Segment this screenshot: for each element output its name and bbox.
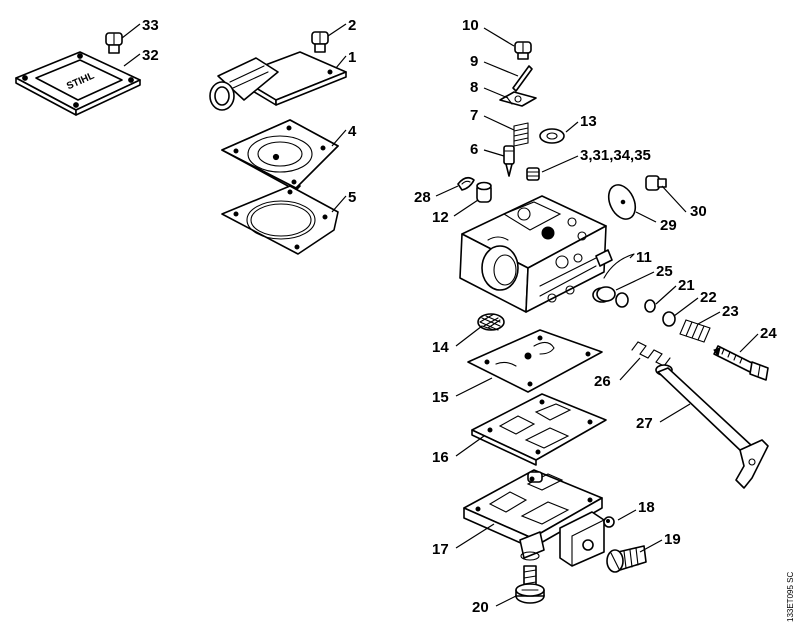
part-30-screw — [645, 175, 667, 191]
callout-14: 14 — [432, 339, 449, 356]
part-7-spring — [513, 122, 529, 147]
callout-10: 10 — [462, 17, 479, 34]
callout-5: 5 — [348, 189, 356, 206]
part-13-washer — [539, 128, 565, 144]
part-27-throttle-shaft — [655, 364, 769, 489]
callout-32: 32 — [142, 47, 159, 64]
part-21-o-ring — [644, 299, 656, 313]
part-17-end-cover — [463, 469, 605, 567]
part-29-throttle-plate — [607, 184, 637, 220]
part-18-ball — [603, 516, 615, 528]
carburetor-body — [459, 195, 613, 313]
callout-9: 9 — [470, 53, 478, 70]
callout-1: 1 — [348, 49, 356, 66]
callout-17: 17 — [432, 541, 449, 558]
callout-22: 22 — [700, 289, 717, 306]
callout-3-31-34-35: 3,31,34,35 — [580, 147, 651, 164]
part-11-spring-clip — [603, 253, 635, 279]
part-15-metering-diaphragm — [467, 329, 603, 393]
callout-13: 13 — [580, 113, 597, 130]
part-6-inlet-needle — [503, 145, 515, 177]
part-16-gasket — [471, 393, 607, 466]
callout-24: 24 — [760, 325, 777, 342]
callout-12: 12 — [432, 209, 449, 226]
part-8-control-lever — [499, 91, 537, 107]
part-23-spring — [679, 319, 711, 343]
document-reference: 133ET095 SC — [786, 572, 795, 622]
part-33-screw — [105, 32, 123, 54]
callout-23: 23 — [722, 303, 739, 320]
callout-30: 30 — [690, 203, 707, 220]
part-20-screw — [515, 565, 545, 604]
part-1-pump-cover — [209, 51, 347, 111]
callout-11: 11 — [636, 249, 652, 266]
leader-lines — [121, 23, 759, 607]
callout-33: 33 — [142, 17, 159, 34]
callout-20: 20 — [472, 599, 489, 616]
part-2-screw — [311, 31, 329, 53]
callout-labels: 33 32 2 1 4 5 10 9 8 7 13 6 3,31,34,35 2… — [142, 17, 777, 616]
part-22-washer — [662, 311, 676, 327]
part-32-cover: STIHL — [15, 51, 141, 116]
part-14-filter-screen — [477, 313, 505, 331]
callout-27: 27 — [636, 415, 653, 432]
part-28-clip — [457, 176, 475, 191]
callout-2: 2 — [348, 17, 356, 34]
callout-6: 6 — [470, 141, 478, 158]
part-25-bushing — [592, 286, 616, 303]
callout-4: 4 — [348, 123, 357, 140]
part-10-screw — [514, 41, 532, 60]
callout-19: 19 — [664, 531, 681, 548]
callout-16: 16 — [432, 449, 449, 466]
part-5-gasket — [221, 185, 339, 255]
part-4-pump-diaphragm — [221, 119, 339, 191]
callout-15: 15 — [432, 389, 449, 406]
callout-28: 28 — [414, 189, 431, 206]
part-25-washer — [615, 292, 629, 308]
part-24-adjust-screw — [713, 345, 769, 381]
part-26-spring — [631, 341, 671, 367]
callout-21: 21 — [678, 277, 695, 294]
callout-26: 26 — [594, 373, 611, 390]
callout-29: 29 — [660, 217, 677, 234]
callout-18: 18 — [638, 499, 655, 516]
callout-8: 8 — [470, 79, 478, 96]
callout-7: 7 — [470, 107, 478, 124]
part-19-screw — [606, 545, 647, 573]
part-9-spindle — [512, 65, 533, 92]
part-3-plug — [526, 167, 540, 181]
callout-25: 25 — [656, 263, 673, 280]
part-12-sleeve — [476, 181, 492, 203]
